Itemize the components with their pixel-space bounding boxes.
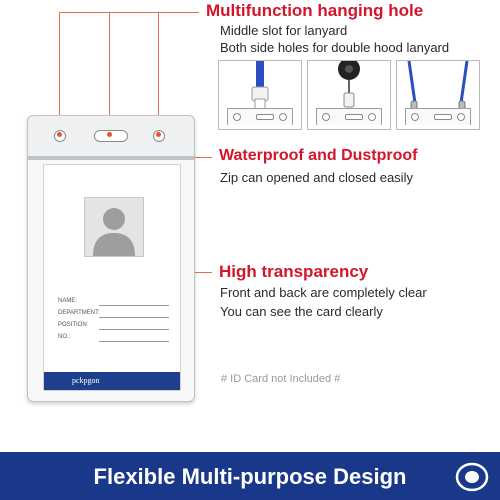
connector-line-left-hole (59, 12, 60, 129)
mini-holder (227, 108, 293, 125)
field-label-position: POSITION: (58, 322, 89, 328)
brand-bar: pckpgon (44, 372, 180, 390)
feature-title-hanging-hole: Multifunction hanging hole (206, 1, 424, 20)
field-label-department: DEPARTMENT: (58, 310, 100, 316)
badge-reel-thumbnail (307, 60, 391, 130)
field-label-no: NO.: (58, 334, 71, 340)
footer-banner: Flexible Multi-purpose Design (0, 452, 500, 500)
mini-slot (345, 114, 363, 120)
mini-hole-left (233, 113, 241, 121)
mini-slot (256, 114, 274, 120)
connector-line-transparency (178, 272, 212, 273)
slot-lanyard-thumbnail (218, 60, 302, 130)
field-line-name (99, 305, 169, 306)
mini-hole-left (411, 113, 419, 121)
brand-logo-text: pckpgon (72, 376, 100, 385)
feature-text-side-holes: Both side holes for double hood lanyard (220, 40, 450, 55)
feature-text-see-card: You can see the card clearly (220, 304, 383, 319)
field-line-position (99, 329, 169, 330)
connector-dot-slot (107, 132, 112, 137)
feature-text-zip: Zip can opened and closed easily (220, 170, 413, 185)
connector-line-right-hole (158, 12, 159, 129)
feature-text-front-back: Front and back are completely clear (220, 285, 427, 300)
id-card: NAME: DEPARTMENT: POSITION: NO.: pckpgon (43, 164, 181, 391)
mini-slot (434, 114, 452, 120)
footer-title: Flexible Multi-purpose Design (93, 464, 407, 489)
mini-hole-right (457, 113, 465, 121)
badge-reel-icon (338, 61, 360, 108)
mini-holder (316, 108, 382, 125)
double-hook-lanyard-thumbnail (396, 60, 480, 130)
zip-closure (28, 156, 194, 160)
mini-holder (405, 108, 471, 125)
connector-dot-left-hole (57, 132, 62, 137)
photo-placeholder (84, 197, 144, 257)
field-label-name: NAME: (58, 298, 78, 304)
feature-title-waterproof: Waterproof and Dustproof (219, 147, 418, 164)
field-line-no (99, 341, 169, 342)
connector-dot-right-hole (156, 132, 161, 137)
mini-hole-left (322, 113, 330, 121)
feature-text-middle-slot: Middle slot for lanyard (220, 23, 348, 38)
badge-holder: NAME: DEPARTMENT: POSITION: NO.: pckpgon (27, 115, 195, 402)
mini-hole-right (279, 113, 287, 121)
feature-title-transparency: High transparency (219, 262, 369, 281)
field-line-department (99, 317, 169, 318)
connector-line-zip (182, 157, 212, 158)
mini-hole-right (368, 113, 376, 121)
oval-logo-icon (455, 462, 489, 492)
person-silhouette-icon (93, 208, 135, 256)
id-card-not-included-note: # ID Card not Included # (221, 373, 341, 385)
connector-line-slot (109, 12, 110, 129)
lanyard-clip-icon (251, 61, 269, 110)
connector-line-top (59, 12, 199, 13)
